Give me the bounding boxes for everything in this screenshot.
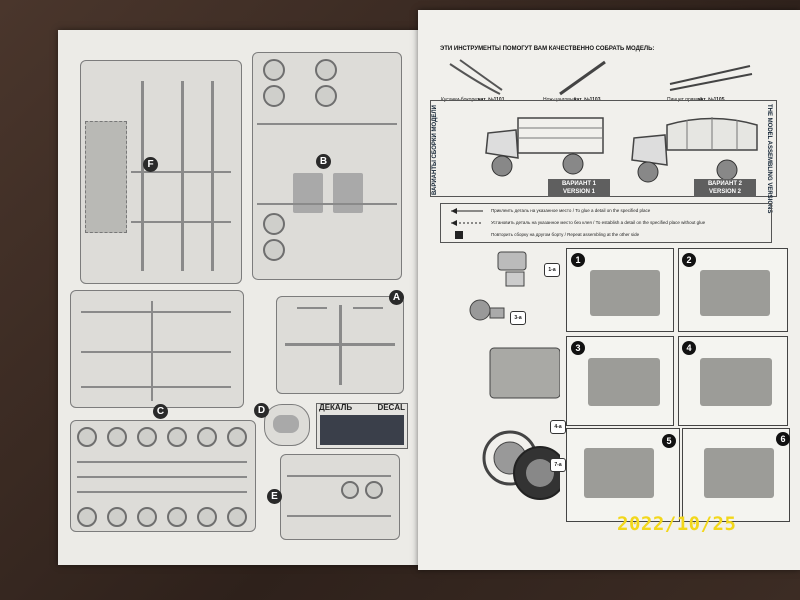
step-3-engine	[588, 358, 660, 406]
decal-image	[320, 415, 404, 445]
callout-1a: 1-a	[544, 263, 560, 277]
decal-label-ru: ДЕКАЛЬ	[319, 403, 353, 412]
callout-7a: 7-a	[550, 458, 566, 472]
step-3-number: 3	[571, 341, 585, 355]
tools-illustration	[449, 59, 753, 96]
decal-sheet: ДЕКАЛЬ DECAL	[316, 403, 408, 449]
sprue-e	[280, 454, 400, 540]
legend-arrow-icon	[451, 208, 483, 239]
legend-no-glue: Установить деталь на указанное место без…	[491, 220, 706, 225]
sprue-label-f: F	[143, 157, 158, 172]
step-5-number: 5	[662, 434, 676, 448]
date-stamp: 2022/10/25	[617, 513, 737, 535]
symbol-legend: Приклеить деталь на указанное место / To…	[440, 203, 772, 243]
decal-label-en: DECAL	[377, 403, 405, 412]
sprue-a	[276, 296, 404, 394]
sprue-label-e: E	[267, 489, 282, 504]
step-2-number: 2	[682, 253, 696, 267]
legend-repeat: Повторить сборку на другом борту / Repea…	[491, 232, 640, 237]
step-4-engine	[700, 358, 772, 406]
step-1-engine	[590, 270, 660, 316]
legend-glue: Приклеить деталь на указанное место / To…	[491, 208, 651, 213]
variant-1-en: VERSION 1	[562, 189, 595, 195]
versions-side-label-en: THE MODEL ASSEMBLING VERSIONS	[766, 104, 772, 214]
tools-header: ЭТИ ИНСТРУМЕНТЫ ПОМОГУТ ВАМ КАЧЕСТВЕННО …	[440, 46, 655, 52]
callout-4a: 4-a	[550, 420, 566, 434]
step-6-number: 6	[776, 432, 790, 446]
step-5-engine	[584, 448, 654, 498]
step-6-engine	[704, 448, 774, 498]
variant-2-en: VERSION 2	[708, 189, 741, 195]
sprue-c-upper	[70, 290, 244, 408]
truck-version-1	[485, 117, 604, 177]
sprue-label-b: B	[316, 154, 331, 169]
sprue-c-wheels	[70, 420, 256, 532]
sprue-label-a: A	[389, 290, 404, 305]
step-2-engine	[700, 270, 770, 316]
sprue-b	[252, 52, 402, 280]
sprue-f	[80, 60, 242, 284]
callout-3a: 3-a	[510, 311, 526, 325]
variant-1-ru: ВАРИАНТ 1	[561, 181, 597, 187]
variant-1-badge: ВАРИАНТ 1 VERSION 1	[548, 179, 610, 197]
prestep-parts	[469, 251, 560, 500]
sprue-label-c: C	[153, 404, 168, 419]
sprue-label-d: D	[254, 403, 269, 418]
variant-2-ru: ВАРИАНТ 2	[707, 181, 743, 187]
sprue-d	[264, 404, 310, 446]
versions-side-label: ВАРИАНТЫ СБОРКИ МОДЕЛИ	[432, 105, 438, 195]
step-4-number: 4	[682, 341, 696, 355]
step-1-number: 1	[571, 253, 585, 267]
variant-2-badge: ВАРИАНТ 2 VERSION 2	[694, 179, 756, 197]
truck-version-2	[631, 117, 758, 183]
